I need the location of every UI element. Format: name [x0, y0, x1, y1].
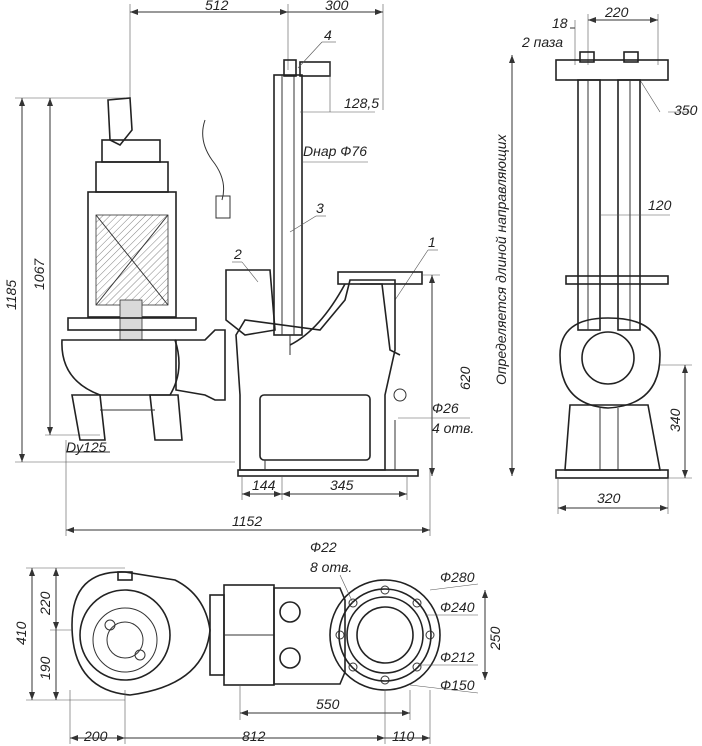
plan-dim-200: 200	[83, 728, 108, 744]
dim-512: 512	[205, 0, 229, 13]
plan-dim-220: 220	[37, 591, 53, 616]
dia-76: Dнар Ф76	[303, 143, 367, 159]
pump-motor	[61, 97, 231, 441]
plan-dia-240: Ф240	[440, 599, 475, 615]
plan-dia-150: Ф150	[440, 677, 475, 693]
dim-620: 620	[457, 366, 473, 390]
dim-144: 144	[252, 477, 276, 493]
base-stand	[225, 269, 423, 477]
side-dim-320: 320	[597, 490, 621, 506]
side-dim-120: 120	[648, 197, 672, 213]
guide-rail	[273, 59, 331, 355]
leader-2: 2	[233, 246, 242, 262]
side-slots: 2 паза	[521, 34, 563, 50]
hole-dia-26: Ф26	[432, 400, 459, 416]
dim-1185: 1185	[3, 280, 19, 310]
front-view: 512 300 1185 1067	[3, 0, 515, 536]
plan-dia-280: Ф280	[440, 569, 475, 585]
side-dim-220: 220	[604, 4, 629, 20]
plan-dim-250: 250	[487, 626, 503, 651]
dim-1152: 1152	[232, 513, 262, 529]
plan-dim-110: 110	[392, 728, 415, 744]
plan-dia-212: Ф212	[440, 649, 475, 665]
dim-345: 345	[330, 477, 354, 493]
plan-dim-410: 410	[13, 621, 29, 645]
plan-view: Ф22 8 отв. Ф280 Ф240 Ф212 Ф150 410 220 1…	[13, 539, 503, 744]
dim-128-5: 128,5	[344, 95, 379, 111]
plan-dim-550: 550	[316, 696, 340, 712]
hole-count-4: 4 отв.	[432, 420, 474, 436]
side-dim-18: 18	[552, 15, 568, 31]
plan-dim-190: 190	[37, 656, 53, 680]
dy125: Dy125	[66, 439, 107, 455]
dim-1067: 1067	[31, 258, 47, 290]
plan-dim-812: 812	[242, 728, 266, 744]
plan-hole-count-8: 8 отв.	[310, 559, 352, 575]
vertical-note: Определяется длиной направляющих	[493, 133, 509, 385]
side-dim-340: 340	[667, 408, 683, 432]
dim-300: 300	[325, 0, 349, 13]
leader-1: 1	[428, 234, 436, 250]
plan-hole-dia-22: Ф22	[310, 539, 337, 555]
discharge-connector	[175, 329, 226, 401]
side-dim-350: 350	[674, 102, 698, 118]
leader-4: 4	[324, 27, 332, 43]
leader-3: 3	[316, 200, 324, 216]
side-view: 18 2 паза 220 350 120 340 320	[521, 4, 698, 514]
